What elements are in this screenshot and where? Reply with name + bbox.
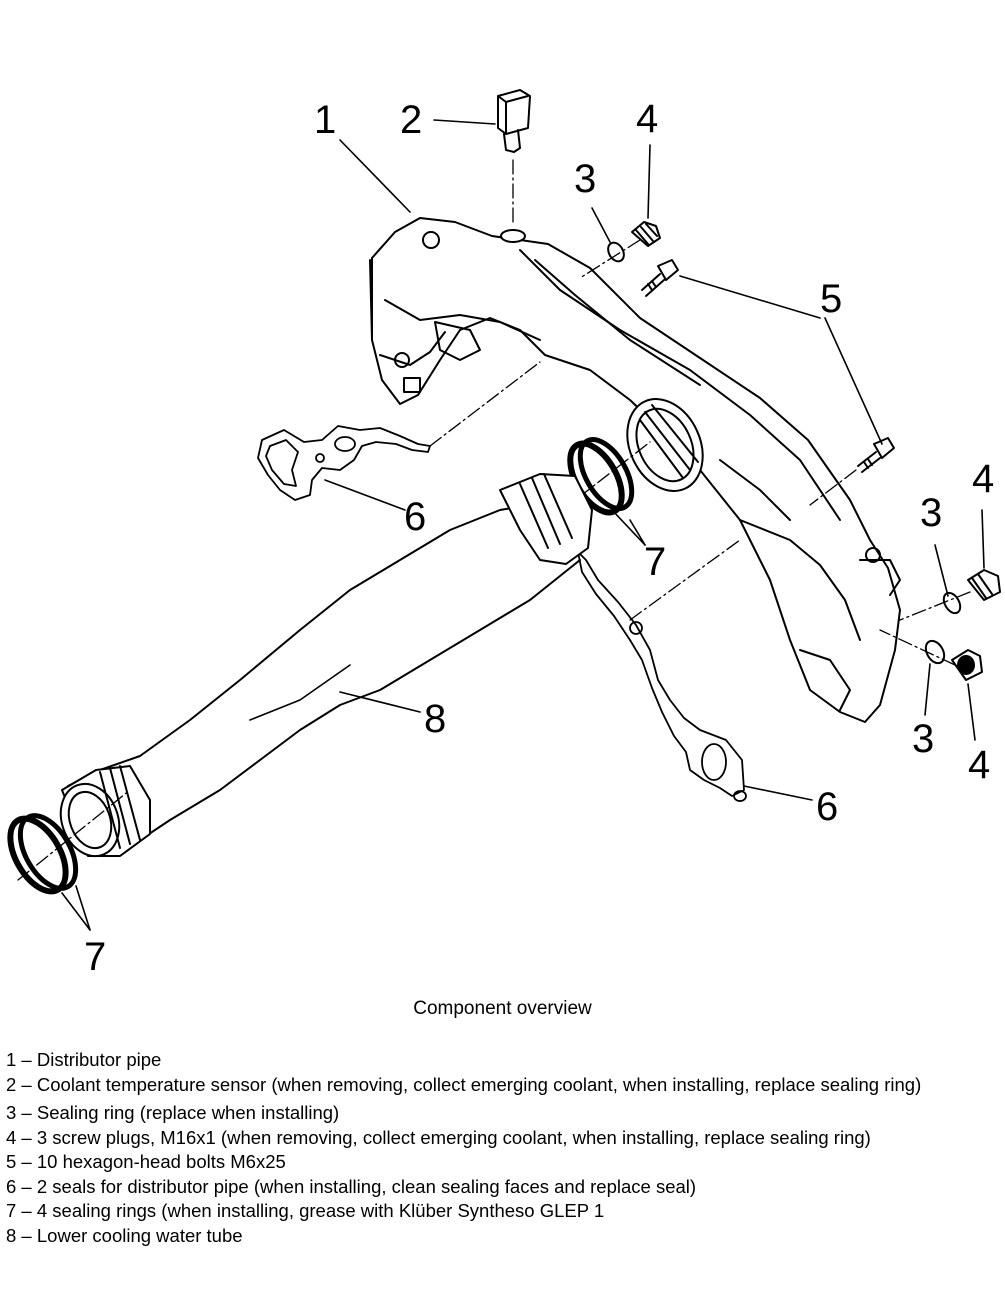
coolant-temperature-sensor xyxy=(497,89,531,153)
exploded-view-diagram: 1 2 3 4 5 6 7 3 4 8 3 4 6 7 xyxy=(7,89,1001,979)
legend-number: 8 xyxy=(6,1224,17,1246)
callout-3-right-lower: 3 xyxy=(912,717,934,761)
sealing-ring-top xyxy=(607,241,625,263)
legend-text: Lower cooling water tube xyxy=(36,1224,243,1246)
callout-3-top: 3 xyxy=(574,157,596,201)
legend-item-6: 6 – 2 seals for distributor pipe (when i… xyxy=(6,1175,1001,1200)
legend-number: 6 xyxy=(6,1175,17,1197)
callout-8: 8 xyxy=(424,697,446,741)
distributor-pipe xyxy=(369,217,901,723)
legend-item-2: 2 – Coolant temperature sensor (when rem… xyxy=(6,1073,1001,1098)
legend-number: 3 xyxy=(6,1102,17,1123)
legend-item-5: 5 – 10 hexagon-head bolts M6x25 xyxy=(6,1150,1001,1175)
screw-plug-right-lower xyxy=(951,649,983,681)
parts-legend: 1 – Distributor pipe 2 – Coolant tempera… xyxy=(6,1048,1001,1248)
legend-text: 2 seals for distributor pipe (when insta… xyxy=(36,1175,697,1197)
legend-item-1: 1 – Distributor pipe xyxy=(6,1048,1001,1073)
legend-number: 7 xyxy=(6,1200,17,1221)
sealing-ring-right-upper xyxy=(942,591,962,615)
legend-item-4: 4 – 3 screw plugs, M16x1 (when removing,… xyxy=(6,1126,1001,1151)
callout-4-right-upper: 4 xyxy=(972,457,994,501)
callout-1: 1 xyxy=(314,98,336,142)
seal-distributor-pipe-left xyxy=(257,425,431,501)
callout-6-right: 6 xyxy=(816,785,838,829)
legend-item-3: 3 – Sealing ring (replace when installin… xyxy=(6,1101,1001,1126)
legend-text: Coolant temperature sensor (when removin… xyxy=(36,1073,922,1095)
legend-text: 10 hexagon-head bolts M6x25 xyxy=(36,1151,286,1172)
callout-2: 2 xyxy=(400,98,422,142)
callout-7-upper: 7 xyxy=(644,540,666,584)
screw-plug-right-upper xyxy=(967,569,1001,601)
lower-cooling-water-tube xyxy=(59,473,593,858)
hexagon-head-bolt-top xyxy=(641,259,679,297)
sealing-rings-lower xyxy=(7,813,79,895)
legend-text: 4 sealing rings (when installing, grease… xyxy=(36,1200,605,1221)
callout-4-right-lower: 4 xyxy=(968,743,990,787)
callout-6-left: 6 xyxy=(404,495,426,539)
figure-caption: Component overview xyxy=(413,998,592,1019)
leader-lines xyxy=(61,119,985,931)
callout-7-lower: 7 xyxy=(84,935,106,979)
legend-item-7: 7 – 4 sealing rings (when installing, gr… xyxy=(6,1199,1001,1224)
legend-number: 1 xyxy=(6,1049,17,1070)
callout-3-right-upper: 3 xyxy=(920,491,942,535)
screw-plug-top xyxy=(631,221,661,247)
legend-text: Sealing ring (replace when installing) xyxy=(36,1102,340,1123)
legend-text: Distributor pipe xyxy=(36,1049,162,1070)
legend-text: 3 screw plugs, M16x1 (when removing, col… xyxy=(36,1126,871,1148)
sealing-ring-right-lower xyxy=(924,639,946,665)
legend-number: 4 xyxy=(6,1126,17,1148)
legend-number: 2 xyxy=(6,1073,17,1095)
legend-number: 5 xyxy=(6,1151,17,1172)
legend-item-8: 8 – Lower cooling water tube xyxy=(6,1224,1001,1249)
hexagon-head-bolt-right xyxy=(857,437,895,473)
callout-5: 5 xyxy=(820,277,842,321)
callout-4-top: 4 xyxy=(636,97,658,141)
seal-distributor-pipe-right xyxy=(577,551,747,802)
